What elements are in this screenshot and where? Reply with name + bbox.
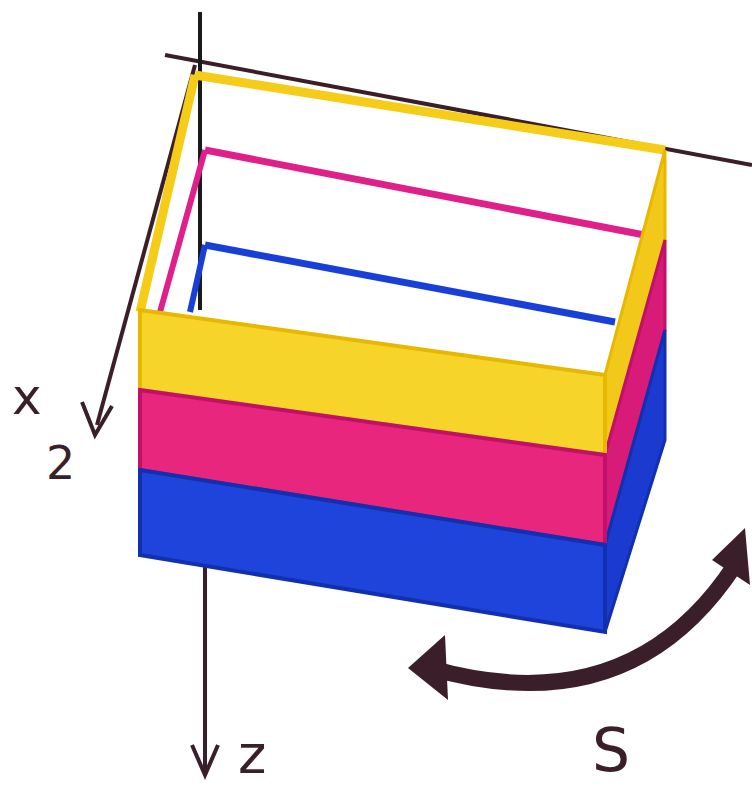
x2-arrowhead (82, 402, 112, 435)
rotation-arrow (430, 565, 735, 683)
rotation-label: S (592, 720, 630, 780)
blue-back-edge (205, 245, 615, 322)
top-axis (165, 55, 752, 165)
yellow-back-edge (195, 75, 665, 150)
blue-left-edge (190, 245, 205, 312)
axis-subscript: 2 (46, 440, 75, 486)
axis-label: x (12, 372, 42, 422)
z-axis (203, 560, 207, 770)
rotation-arrowhead-right (712, 528, 750, 585)
z-arrowhead (192, 745, 218, 775)
blue-layer (140, 470, 605, 632)
rotation-arrowhead-left (408, 635, 448, 700)
pink-back-edge (205, 150, 660, 238)
blue-side-face (605, 330, 665, 632)
pink-left-edge (160, 150, 205, 312)
axis-label: z (238, 728, 266, 782)
